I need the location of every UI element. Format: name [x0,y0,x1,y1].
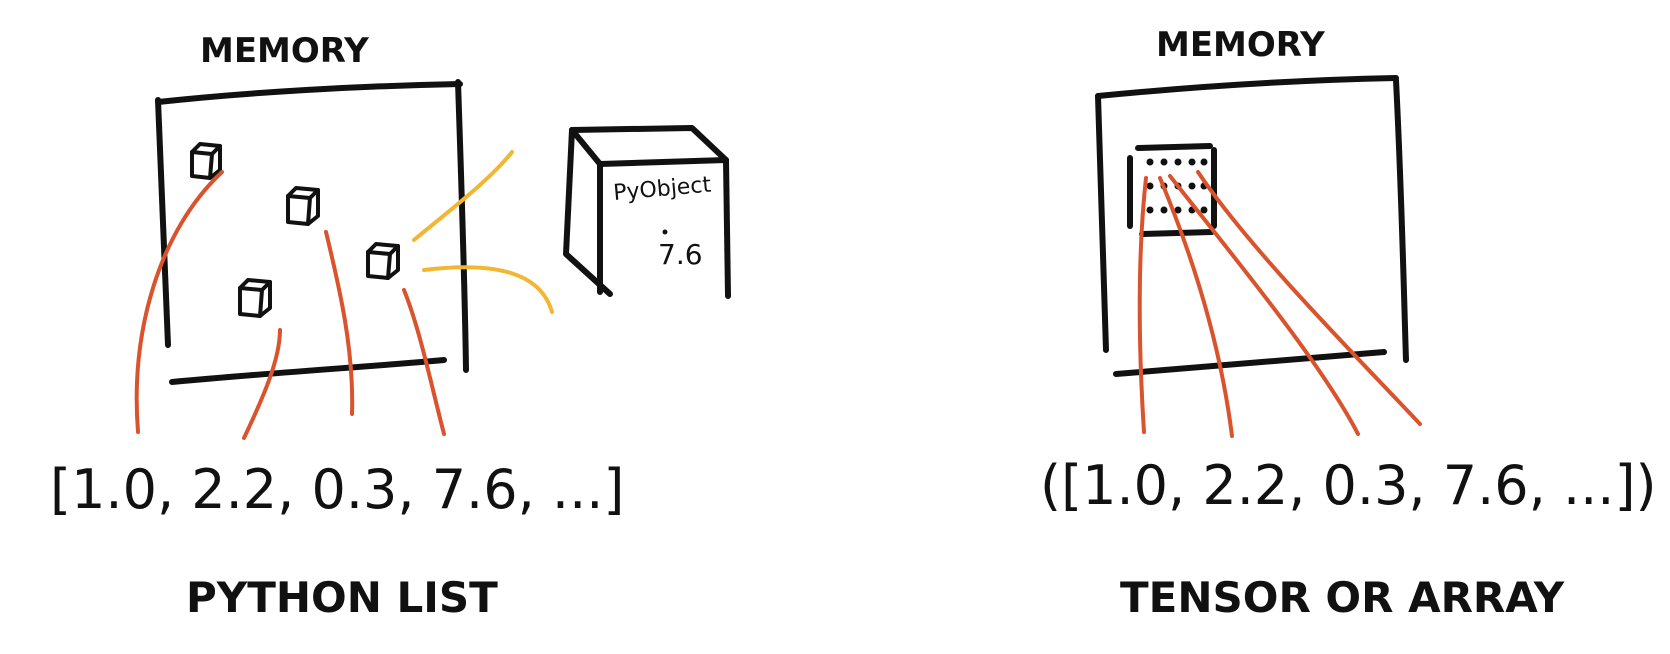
left-cube-2 [286,186,320,226]
contiguous-elements [1146,158,1208,214]
pointer-2 [1158,176,1234,438]
zoom-lines [412,150,554,314]
left-memory-box [155,79,469,385]
left-memory-label: MEMORY [200,31,369,71]
right-caption: TENSOR OR ARRAY [1120,573,1565,622]
pointer-3 [1168,174,1360,436]
pointer-4 [1196,170,1422,426]
right-memory-label: MEMORY [1156,25,1325,65]
pointer-2 [242,328,282,440]
python-list-panel: MEMORY [50,31,731,622]
pointer-1 [134,170,224,434]
contiguous-block [1127,143,1217,237]
tensor-panel: MEMORY ([1.0, 2.2, 0.3 [1040,25,1657,622]
left-sequence: [1.0, 2.2, 0.3, 7.6, ...] [50,458,624,521]
pointer-3 [324,230,355,416]
pyobject-cube: PyObject 7.6 [563,125,731,299]
left-caption: PYTHON LIST [186,573,498,622]
pyobject-title: PyObject [612,173,712,206]
pointer-4 [402,288,446,436]
right-memory-box [1095,75,1409,377]
left-cube-3 [238,278,272,318]
left-pointers [134,170,446,440]
pyobject-value: 7.6 [658,238,703,271]
right-pointers [1137,170,1422,438]
pointer-1 [1137,176,1148,434]
right-sequence: ([1.0, 2.2, 0.3, 7.6, ...]) [1040,454,1657,517]
left-cube-4 [366,242,400,280]
left-cube-1 [190,142,222,180]
